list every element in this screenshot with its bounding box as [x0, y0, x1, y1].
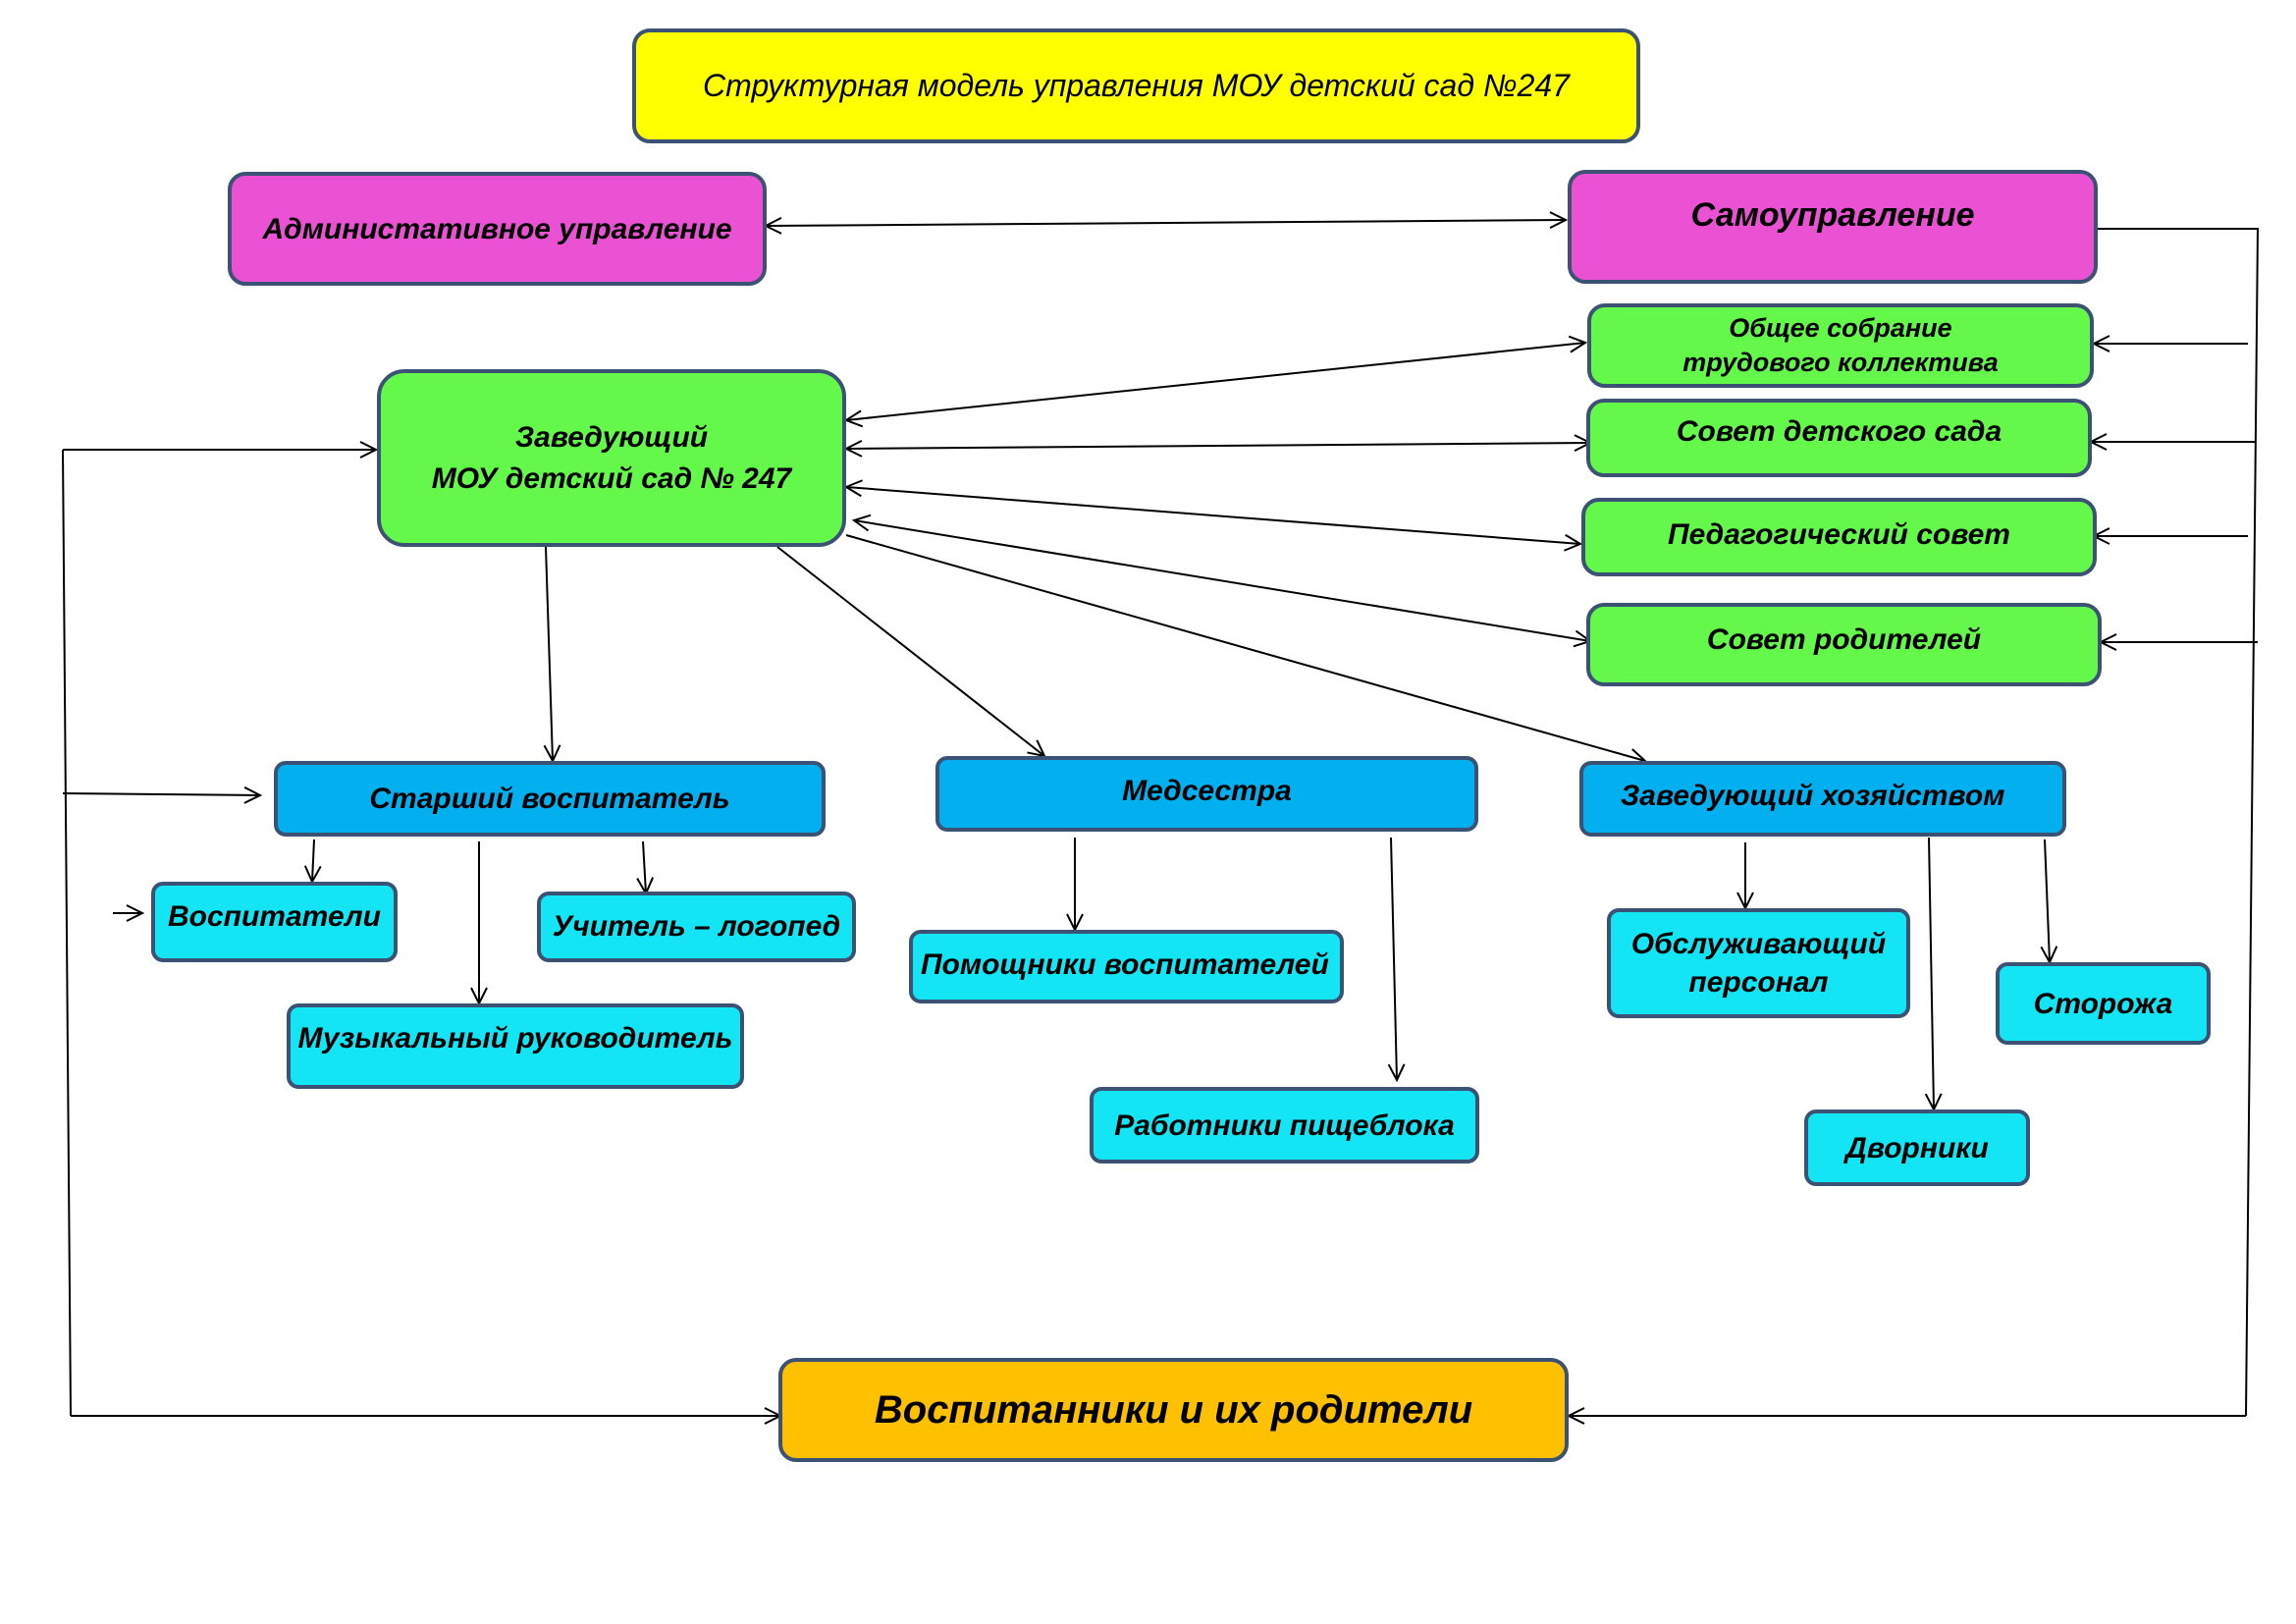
- music-director-node: Музыкальный руководитель: [287, 1003, 744, 1089]
- pedagogical-council-label: Педагогический совет: [1668, 518, 2010, 551]
- general-meeting-label: Общее собрание трудового коллектива: [1682, 312, 1999, 377]
- head-parents-council-arrow: [854, 520, 1590, 641]
- teachers-label: Воспитатели: [167, 900, 381, 933]
- teacher-assistants-node: Помощники воспитателей: [909, 930, 1344, 1003]
- pupils-label: Воспитанники и их родители: [874, 1388, 1473, 1432]
- supply-janitors-arrow: [1929, 837, 1934, 1110]
- speech-therapist-node: Учитель – логопед: [537, 892, 856, 962]
- head-node: Заведующий МОУ детский сад № 247: [377, 369, 846, 547]
- janitors-node: Дворники: [1804, 1110, 2030, 1186]
- kindergarten-council-node: Совет детского сада: [1586, 399, 2092, 477]
- senior-teachers-arrow: [312, 839, 314, 882]
- nurse-label: Медсестра: [1122, 775, 1292, 807]
- self-government-node: Самоуправление: [1568, 170, 2098, 284]
- head-supply-manager-arrow: [845, 534, 1645, 761]
- nurse-node: Медсестра: [935, 756, 1478, 832]
- service-staff-label: Обслуживающий персонал: [1630, 928, 1887, 999]
- watchmen-node: Сторожа: [1996, 962, 2211, 1045]
- self-government-label: Самоуправление: [1690, 196, 1975, 234]
- left-senior-teacher-arrow: [62, 793, 260, 795]
- general-meeting-node: Общее собрание трудового коллектива: [1587, 303, 2094, 388]
- left-feedback-line: [62, 449, 72, 1417]
- pedagogical-council-node: Педагогический совет: [1581, 498, 2097, 576]
- music-director-label: Музыкальный руководитель: [297, 1022, 733, 1055]
- kitchen-staff-node: Работники пищеблока: [1090, 1087, 1479, 1164]
- admin-label: Администативное управление: [262, 212, 732, 245]
- head-label: Заведующий МОУ детский сад № 247: [431, 420, 792, 495]
- watchmen-label: Сторожа: [2033, 987, 2173, 1020]
- head-pedagogical-council-arrow: [846, 487, 1580, 544]
- parents-council-label: Совет родителей: [1706, 623, 1982, 656]
- speech-therapist-label: Учитель – логопед: [552, 910, 841, 943]
- supply-manager-node: Заведующий хозяйством: [1579, 761, 2066, 837]
- kitchen-staff-label: Работники пищеблока: [1114, 1109, 1455, 1142]
- head-general-meeting-arrow: [846, 343, 1585, 420]
- supply-watchmen-arrow: [2045, 839, 2050, 962]
- nurse-kitchen-arrow: [1391, 837, 1397, 1080]
- pupils-node: Воспитанники и их родители: [778, 1358, 1569, 1462]
- parents-council-node: Совет родителей: [1586, 603, 2102, 686]
- admin-selfgov-arrow: [766, 220, 1566, 226]
- kindergarten-council-label: Совет детского сада: [1676, 415, 2002, 448]
- head-kindergarten-council-arrow: [846, 443, 1590, 449]
- senior-speech-arrow: [643, 840, 646, 893]
- teacher-assistants-label: Помощники воспитателей: [921, 948, 1329, 981]
- senior-teacher-label: Старший воспитатель: [369, 783, 730, 815]
- service-staff-node: Обслуживающий персонал: [1607, 908, 1910, 1018]
- head-senior-teacher-arrow: [546, 546, 553, 761]
- teachers-node: Воспитатели: [151, 882, 398, 962]
- admin-node: Администативное управление: [228, 172, 767, 286]
- senior-teacher-node: Старший воспитатель: [274, 761, 826, 837]
- diagram-title-text: Структурная модель управления МОУ детски…: [703, 67, 1570, 103]
- diagram-title: Структурная модель управления МОУ детски…: [632, 28, 1640, 143]
- supply-manager-label: Заведующий хозяйством: [1621, 780, 2005, 812]
- janitors-label: Дворники: [1845, 1131, 1989, 1164]
- head-nurse-arrow: [776, 546, 1044, 756]
